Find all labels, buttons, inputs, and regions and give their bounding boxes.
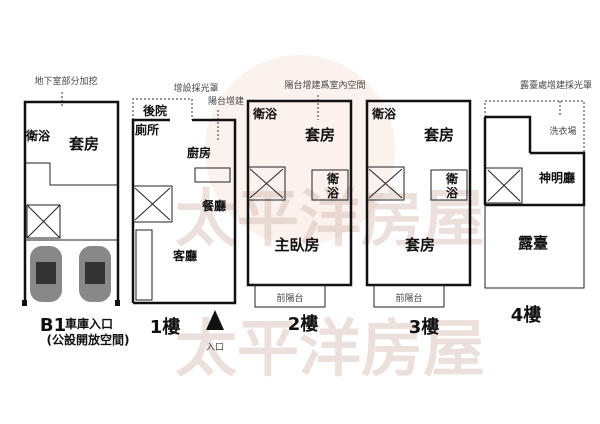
- f4-shrine-label: 神明廳: [539, 170, 575, 185]
- f3-bath2-label: 衛: [445, 171, 458, 186]
- f2-master-label: 主臥房: [274, 236, 319, 254]
- plan-1f: 增設採光罩 陽台增建 後院 廁所 廚房 餐廳 客廳 1樓 入口: [131, 82, 244, 353]
- f3-bath2-label-2: 浴: [446, 185, 459, 200]
- f2-bath2-label-2: 浴: [327, 185, 340, 200]
- f2-note: 陽台增建爲室內空間: [284, 79, 365, 91]
- f3-suite2-label: 套房: [404, 236, 435, 254]
- f4-floor-label: 4樓: [511, 304, 542, 326]
- b1-public-label: (公設開放空間): [47, 332, 130, 347]
- b1-note: 地下室部分加挖: [34, 75, 97, 87]
- f1-balcony-note: 陽台增建: [208, 95, 244, 107]
- f2-floor-label: 2樓: [288, 313, 319, 335]
- car-icon: [79, 246, 111, 302]
- f2-suite-label: 套房: [304, 126, 335, 144]
- watermark-text: 太平洋房屋: [175, 182, 485, 255]
- b1-garage-label: 車庫入口: [65, 316, 113, 331]
- f2-balcony-label: 前陽台: [276, 292, 303, 304]
- watermark-logo: 太平洋房屋 太平洋房屋: [175, 55, 485, 385]
- plan-2f: 陽台增建爲室內空間 衛浴 套房 衛 浴 主臥房 前陽台 2樓: [246, 79, 366, 335]
- f3-suite-label: 套房: [423, 126, 454, 144]
- f1-toilet-label: 廁所: [135, 122, 159, 137]
- plan-b1: 地下室部分加挖 衛浴 套房 B1 車庫入口 (公設開放空間): [22, 75, 129, 347]
- f3-floor-label: 3樓: [409, 316, 440, 338]
- f1-entrance-label: 入口: [206, 342, 224, 353]
- plan-4f: 露臺處增建採光罩 洗衣場 神明廳 露臺 4樓: [483, 79, 592, 326]
- f2-bath-label: 衛浴: [252, 106, 278, 121]
- entrance-arrow-icon: [206, 310, 224, 330]
- f4-laundry-label: 洗衣場: [549, 125, 576, 137]
- f1-dining-label: 餐廳: [202, 198, 226, 213]
- f1-kitchen-label: 廚房: [187, 145, 211, 160]
- f2-bath2-label: 衛: [326, 171, 339, 186]
- watermark-text-2: 太平洋房屋: [175, 312, 485, 385]
- f1-backyard-label: 後院: [143, 103, 167, 118]
- f1-skylight-note: 增設採光罩: [173, 82, 218, 94]
- b1-bath-label: 衛浴: [25, 128, 51, 143]
- f1-living-label: 客廳: [172, 248, 197, 263]
- f1-floor-label: 1樓: [150, 316, 181, 338]
- f3-bath-label: 衛浴: [371, 106, 397, 121]
- b1-suite-label: 套房: [68, 135, 99, 153]
- f3-balcony-label: 前陽台: [395, 292, 422, 304]
- f4-terrace-label: 露臺: [518, 234, 548, 252]
- b1-floor-label: B1: [40, 315, 66, 336]
- plan-3f: 衛浴 套房 衛 浴 套房 前陽台 3樓: [365, 99, 472, 338]
- car-icon: [30, 246, 62, 302]
- f4-note: 露臺處增建採光罩: [520, 79, 592, 91]
